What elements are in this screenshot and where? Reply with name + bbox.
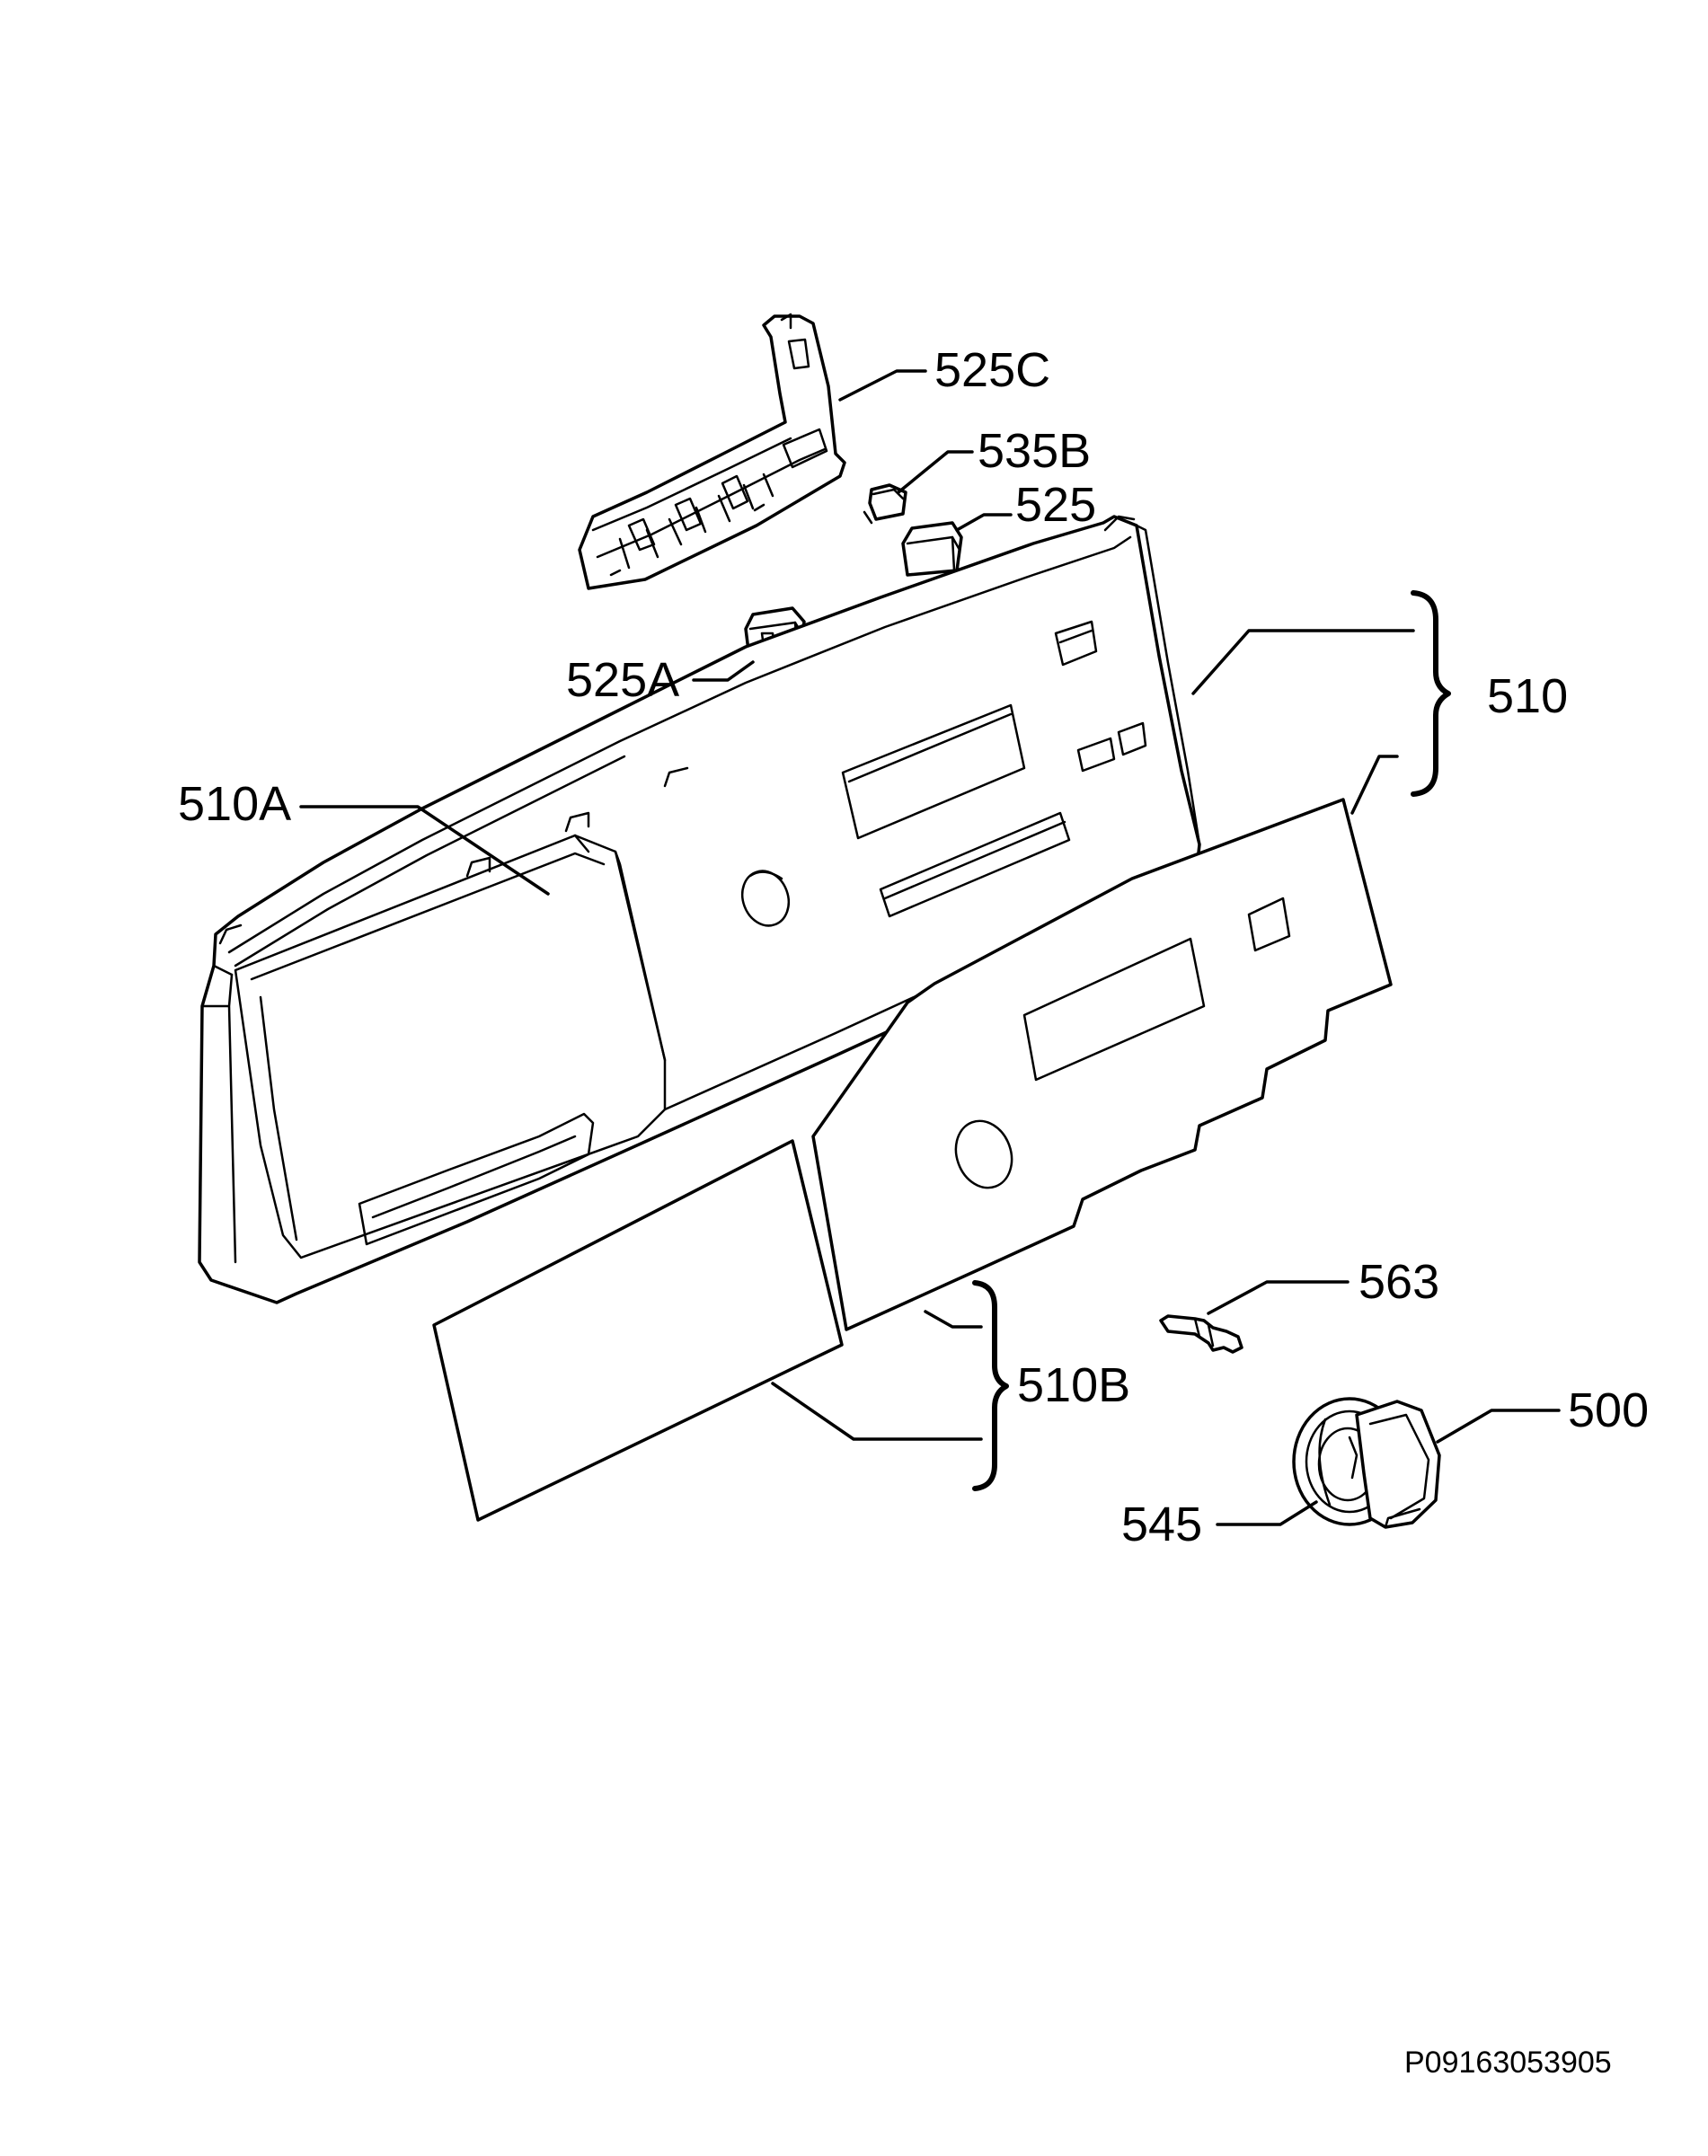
leader-510-lower <box>1350 755 1399 815</box>
callout-525: 525 <box>1015 478 1096 532</box>
leader-545 <box>1216 1500 1318 1526</box>
callout-525a: 525A <box>566 653 679 707</box>
document-code: P09163053905 <box>1404 2046 1612 2080</box>
callout-545: 545 <box>1121 1498 1202 1551</box>
part-525c-switch-bracket <box>578 313 846 590</box>
callout-510b: 510B <box>1017 1358 1130 1412</box>
leader-510a <box>299 805 550 896</box>
part-525-button <box>901 521 963 577</box>
part-563-pin <box>1159 1314 1243 1354</box>
leader-525c <box>838 369 927 402</box>
brace-510b <box>972 1280 1009 1491</box>
leader-535b <box>897 450 974 494</box>
part-535b-clip <box>863 483 907 525</box>
callout-510a: 510A <box>178 777 291 831</box>
leader-510b-lower <box>771 1382 983 1441</box>
callout-525c: 525C <box>934 343 1050 397</box>
part-510b-decor-foil-left <box>432 1139 844 1522</box>
leader-510-upper <box>1191 629 1415 695</box>
part-510-control-panel <box>198 515 1201 1304</box>
leader-525 <box>955 513 1013 532</box>
part-500-knob <box>1292 1397 1441 1529</box>
part-510b-decor-foil-right <box>811 798 1393 1331</box>
leader-500 <box>1436 1409 1561 1444</box>
callout-563: 563 <box>1358 1255 1439 1309</box>
leader-510b-upper <box>924 1310 983 1329</box>
leader-525a <box>692 660 755 682</box>
callout-500: 500 <box>1568 1383 1649 1437</box>
leader-563 <box>1207 1280 1350 1315</box>
callout-510: 510 <box>1487 669 1568 723</box>
brace-510 <box>1411 590 1451 797</box>
callout-535b: 535B <box>978 424 1091 478</box>
